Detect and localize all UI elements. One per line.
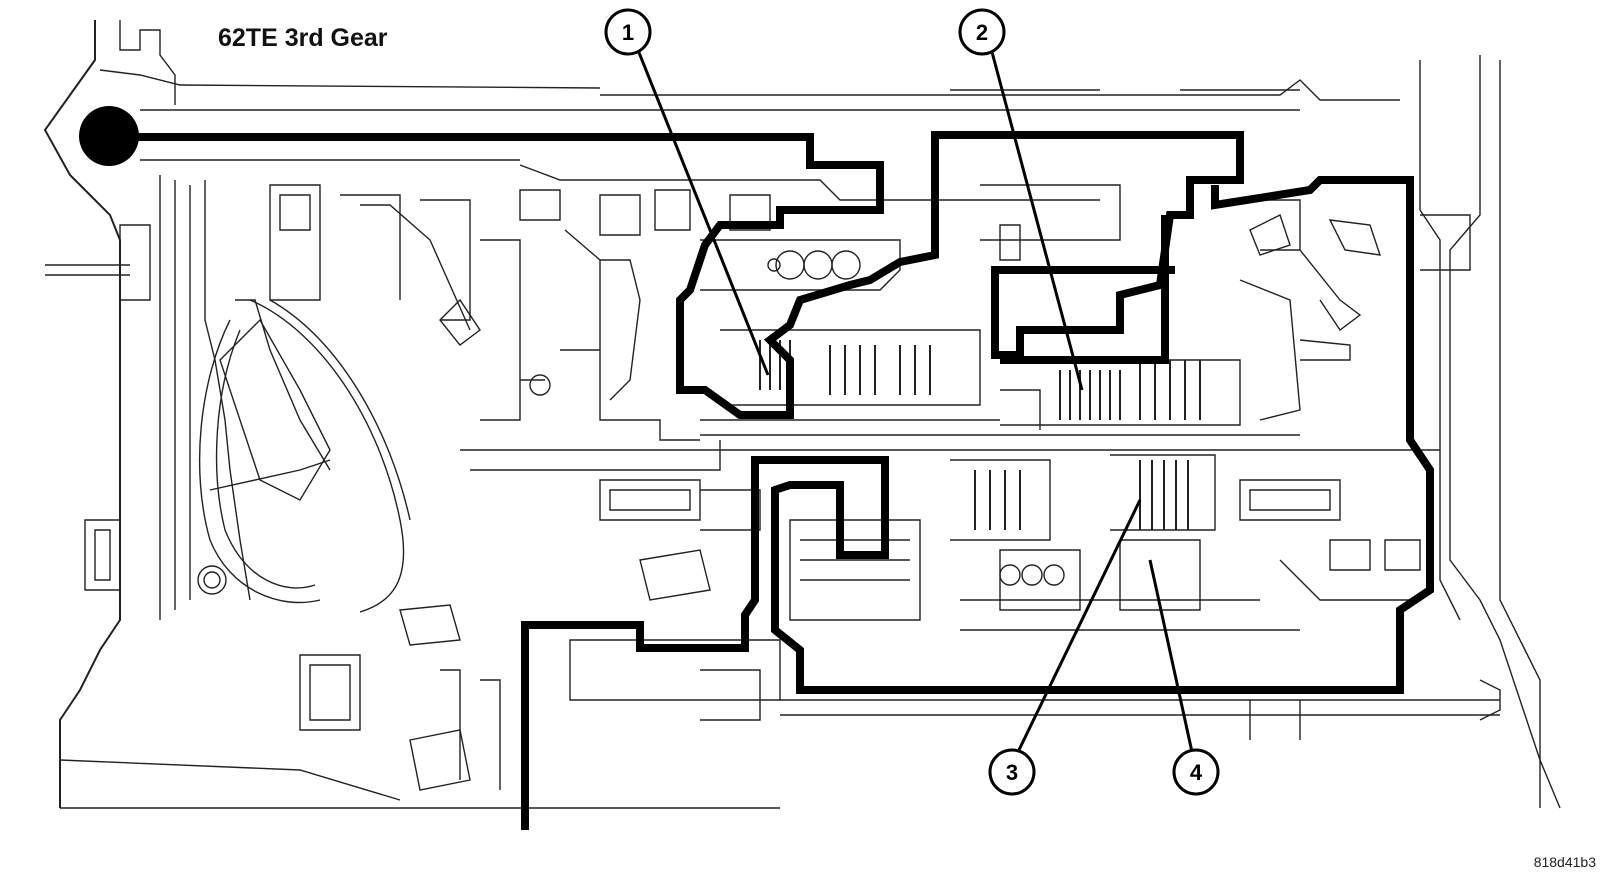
inner-return-path bbox=[1000, 215, 1169, 364]
callout-2: 2 bbox=[958, 8, 1084, 391]
callout-1: 1 bbox=[604, 8, 770, 376]
main-feed-path bbox=[110, 131, 1244, 419]
svg-text:1: 1 bbox=[622, 20, 634, 45]
callout-3: 3 bbox=[988, 499, 1142, 796]
clutch-pack-upper-left bbox=[700, 329, 1300, 436]
lower-assemblies bbox=[440, 440, 1501, 790]
svg-text:2: 2 bbox=[976, 20, 988, 45]
pressure-source-dot bbox=[79, 106, 139, 166]
clutch-pack-upper-right bbox=[1000, 359, 1241, 430]
hydraulic-flow-paths bbox=[110, 131, 1434, 830]
figure-id: 818d41b3 bbox=[1533, 854, 1596, 870]
svg-text:3: 3 bbox=[1006, 760, 1018, 785]
transmission-case-outline bbox=[43, 20, 1561, 809]
svg-text:4: 4 bbox=[1190, 760, 1203, 785]
diagram-title: 62TE 3rd Gear bbox=[218, 24, 388, 52]
callout-4: 4 bbox=[1148, 559, 1220, 796]
torque-converter-area bbox=[84, 175, 481, 791]
right-outer-path bbox=[521, 176, 1434, 830]
